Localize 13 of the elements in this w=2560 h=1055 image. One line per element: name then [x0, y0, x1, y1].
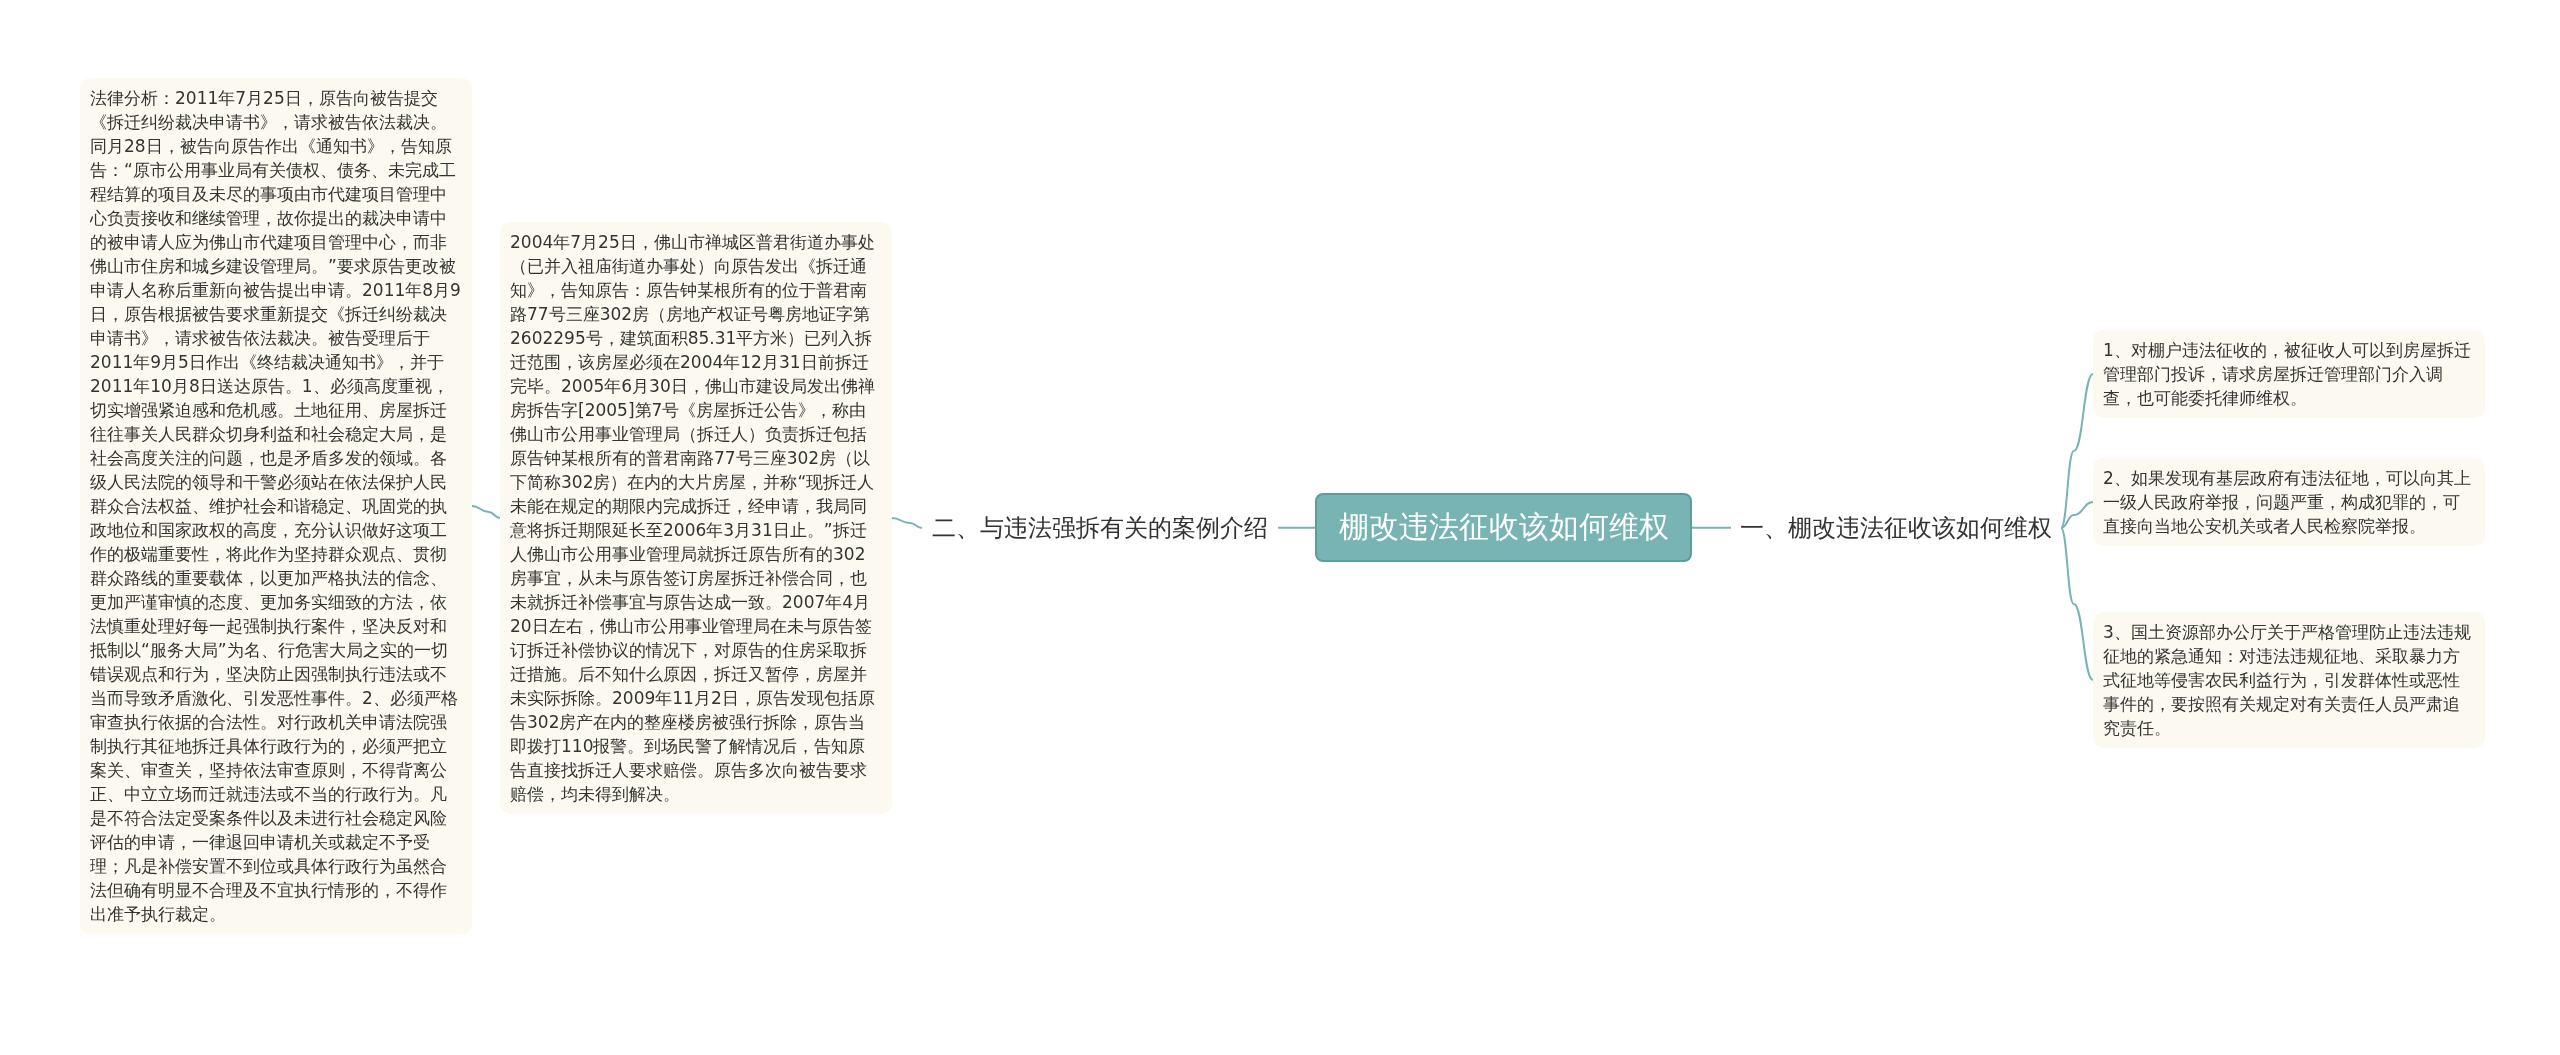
note-card: 法律分析：2011年7月25日，原告向被告提交《拆迁纠纷裁决申请书》，请求被告依法裁决。同月28日，被告向原告作出《通知书》，告知原告：“原市公用事业局有关债权、债务、未完成工程结算的项目及未尽的事项由市代建项目管理中心负责接收和继续管理，故你提出的裁决申请中的被申请人应为佛山市代建项目管理中心，而非佛山市住房和城乡建设管理局。”要求原告更改被申请人名称后重新向被告提出申请。2011年8月9日，原告根据被告要求重新提交《拆迁纠纷裁决申请书》，请求被告依法裁决。被告受理后于2011年9月5日作出《终结裁决通知书》，并于2011年10月8日送达原告。1、必须高度重视，切实增强紧迫感和危机感。土地征用、房屋拆迁往往事关人民群众切身利益和社会稳定大局，是社会高度关注的问题，也是矛盾多发的领域。各级人民法院的领导和干警必须站在依法保护人民群众合法权益、维护社会和谐稳定、巩固党的执政地位和国家政权的高度，充分认识做好这项工作的极端重要性，将此作为坚持群众观点、贯彻群众路线的重要载体，以更加严格执法的信念、更加严谨审慎的态度、更加务实细致的方法，依法慎重处理好每一起强制执行案件，坚决反对和抵制以“服务大局”为名、行危害大局之实的一切错误观点和行为，坚决防止因强制执行违法或不当而导致矛盾激化、引发恶性事件。2、必须严格审查执行依据的合法性。对行政机关申请法院强制执行其征地拆迁具体行政行为的，必须严把立案关、审查关，坚持依法审查原则，不得背离公正、中立立场而迁就违法或不当的行政行为。凡是不符合法定受案条件以及未进行社会稳定风险评估的申请，一律退回申请机关或裁定不予受理；凡是补偿安置不到位或具体行政行为虽然合法但确有明显不合理及不宜执行情形的，不得作出准予执行裁定。 — [80, 78, 472, 934]
note-card: 2004年7月25日，佛山市禅城区普君街道办事处（已并入祖庙街道办事处）向原告发出《拆迁通知》，告知原告：原告钟某根所有的位于普君南路77号三座302房（房地产权证号粤房地证字第2602295号，建筑面积85.31平方米）已列入拆迁范围，该房屋必须在2004年12月31日前拆迁完毕。2005年6月30日，佛山市建设局发出佛禅房拆告字[2005]第7号《房屋拆迁公告》，称由佛山市公用事业管理局（拆迁人）负责拆迁包括原告钟某根所有的普君南路77号三座302房（以下简称302房）在内的大片房屋，并称“现拆迁人未能在规定的期限内完成拆迁，经申请，我局同意将拆迁期限延长至2006年3月31日止。”拆迁人佛山市公用事业管理局就拆迁原告所有的302房事宜，从未与原告签订房屋拆迁补偿合同，也未就拆迁补偿事宜与原告达成一致。2007年4月20日左右，佛山市公用事业管理局在未与原告签订拆迁补偿协议的情况下，对原告的住房采取拆迁措施。后不知什么原因，拆迁又暂停，房屋并未实际拆除。2009年11月2日，原告发现包括原告302房产在内的整座楼房被强行拆除，原告当即拨打110报警。到场民警了解情况后，告知原告直接找拆迁人要求赔偿。原告多次向被告要求赔偿，均未得到解决。 — [500, 222, 892, 814]
connector-line — [1277, 526, 1316, 529]
note-card: 2、如果发现有基层政府有违法征地，可以向其上一级人民政府举报，问题严重，构成犯罪的，可直接向当地公安机关或者人民检察院举报。 — [2093, 458, 2485, 546]
note-card: 1、对棚户违法征收的，被征收人可以到房屋拆迁管理部门投诉，请求房屋拆迁管理部门介入调查，也可能委托律师维权。 — [2093, 330, 2485, 418]
note-card: 3、国土资源部办公厅关于严格管理防止违法违规征地的紧急通知：对违法违规征地、采取暴力方式征地等侵害农民利益行为，引发群体性或恶性事件的，要按照有关规定对有关责任人员严肃追究责任。 — [2093, 612, 2485, 748]
connector-line — [891, 517, 923, 529]
connector-line — [2060, 527, 2094, 681]
connector-line — [2060, 373, 2094, 529]
connector-line — [1691, 526, 1732, 529]
connector-line — [2060, 501, 2094, 529]
connector-line — [471, 505, 501, 519]
central-topic-box: 棚改违法征收该如何维权 — [1315, 493, 1692, 562]
